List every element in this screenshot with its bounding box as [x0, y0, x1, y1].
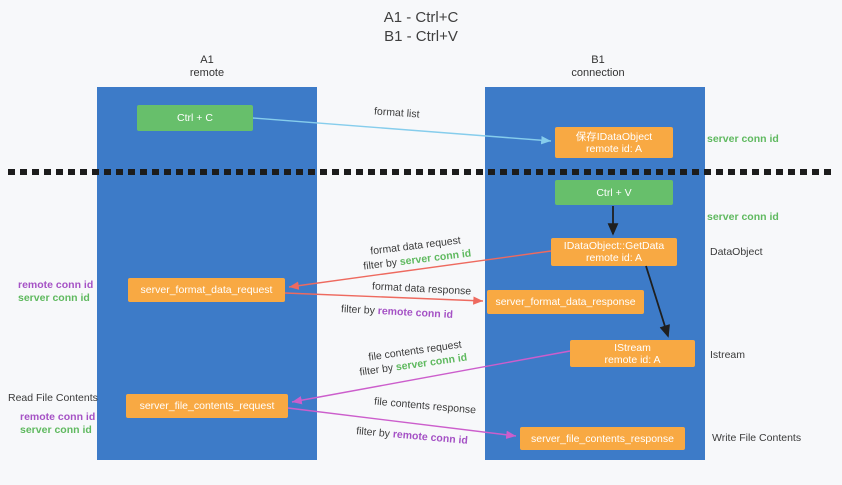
file-response-node: server_file_contents_response	[520, 427, 685, 450]
annotation-server-conn-id-upper: server conn id	[18, 292, 90, 304]
ctrl-c-label: Ctrl + C	[177, 112, 213, 124]
filter-by-text: filter by	[340, 303, 379, 317]
label-filter-remote-1: filter by remote conn id	[341, 303, 454, 321]
getdata-node: IDataObject::GetData remote id: A	[551, 238, 677, 266]
title-line-2: B1 - Ctrl+V	[384, 28, 458, 45]
format-response-node: server_format_data_response	[487, 290, 644, 314]
title-line-1: A1 - Ctrl+C	[383, 9, 459, 26]
file-response-label: server_file_contents_response	[530, 432, 674, 445]
annotation-istream: Istream	[710, 349, 746, 361]
filter-by-text: filter by	[358, 361, 397, 379]
format-request-node: server_format_data_request	[128, 278, 285, 302]
annotation-server-conn-id-top: server conn id	[707, 133, 779, 145]
annotation-dataobject: DataObject	[710, 246, 763, 258]
diagram-title: A1 - Ctrl+C B1 - Ctrl+V	[0, 8, 842, 46]
lifeline-a-header: A1 remote	[157, 54, 257, 80]
format-request-label: server_format_data_request	[140, 284, 273, 296]
istream-node: IStream remote id: A	[570, 340, 695, 367]
filter-by-text: filter by	[355, 425, 394, 441]
ctrl-v-node: Ctrl + V	[555, 180, 673, 205]
label-format-list: format list	[373, 105, 420, 121]
annotation-server-conn-id-lower: server conn id	[20, 424, 92, 436]
format-response-label: server_format_data_response	[495, 296, 636, 308]
annotation-write-file-contents: Write File Contents	[712, 432, 802, 444]
lifeline-b-name: B1	[591, 54, 605, 66]
file-request-label: server_file_contents_request	[139, 400, 275, 412]
filter-by-text: filter by	[362, 256, 401, 273]
annotation-server-conn-id-mid: server conn id	[707, 211, 779, 223]
remote-conn-id-text: remote conn id	[377, 305, 454, 321]
label-file-contents-response: file contents response	[373, 395, 477, 417]
istream-line2: remote id: A	[604, 353, 661, 366]
annotation-remote-conn-id-lower: remote conn id	[20, 411, 96, 423]
save-dataobject-line1: 保存IDataObject	[575, 130, 653, 143]
lifeline-a-subtitle: remote	[189, 67, 225, 79]
lifeline-b-subtitle: connection	[571, 67, 625, 79]
getdata-line1: IDataObject::GetData	[563, 240, 665, 252]
annotation-remote-conn-id-upper: remote conn id	[18, 279, 94, 291]
ctrl-c-node: Ctrl + C	[137, 105, 253, 131]
remote-conn-id-text: remote conn id	[392, 428, 469, 447]
getdata-line2: remote id: A	[585, 252, 643, 264]
session-divider	[8, 169, 834, 175]
label-format-data-response: format data response	[371, 280, 472, 298]
label-filter-remote-2: filter by remote conn id	[356, 425, 469, 447]
save-dataobject-line2: remote id: A	[585, 142, 643, 155]
save-dataobject-node: 保存IDataObject remote id: A	[555, 127, 673, 158]
istream-line1: IStream	[614, 341, 651, 354]
file-request-node: server_file_contents_request	[126, 394, 288, 418]
ctrl-v-label: Ctrl + V	[596, 186, 632, 199]
lifeline-b-header: B1 connection	[548, 54, 648, 80]
annotation-read-file-contents: Read File Contents	[8, 392, 98, 404]
lifeline-a-name: A1	[200, 54, 214, 66]
